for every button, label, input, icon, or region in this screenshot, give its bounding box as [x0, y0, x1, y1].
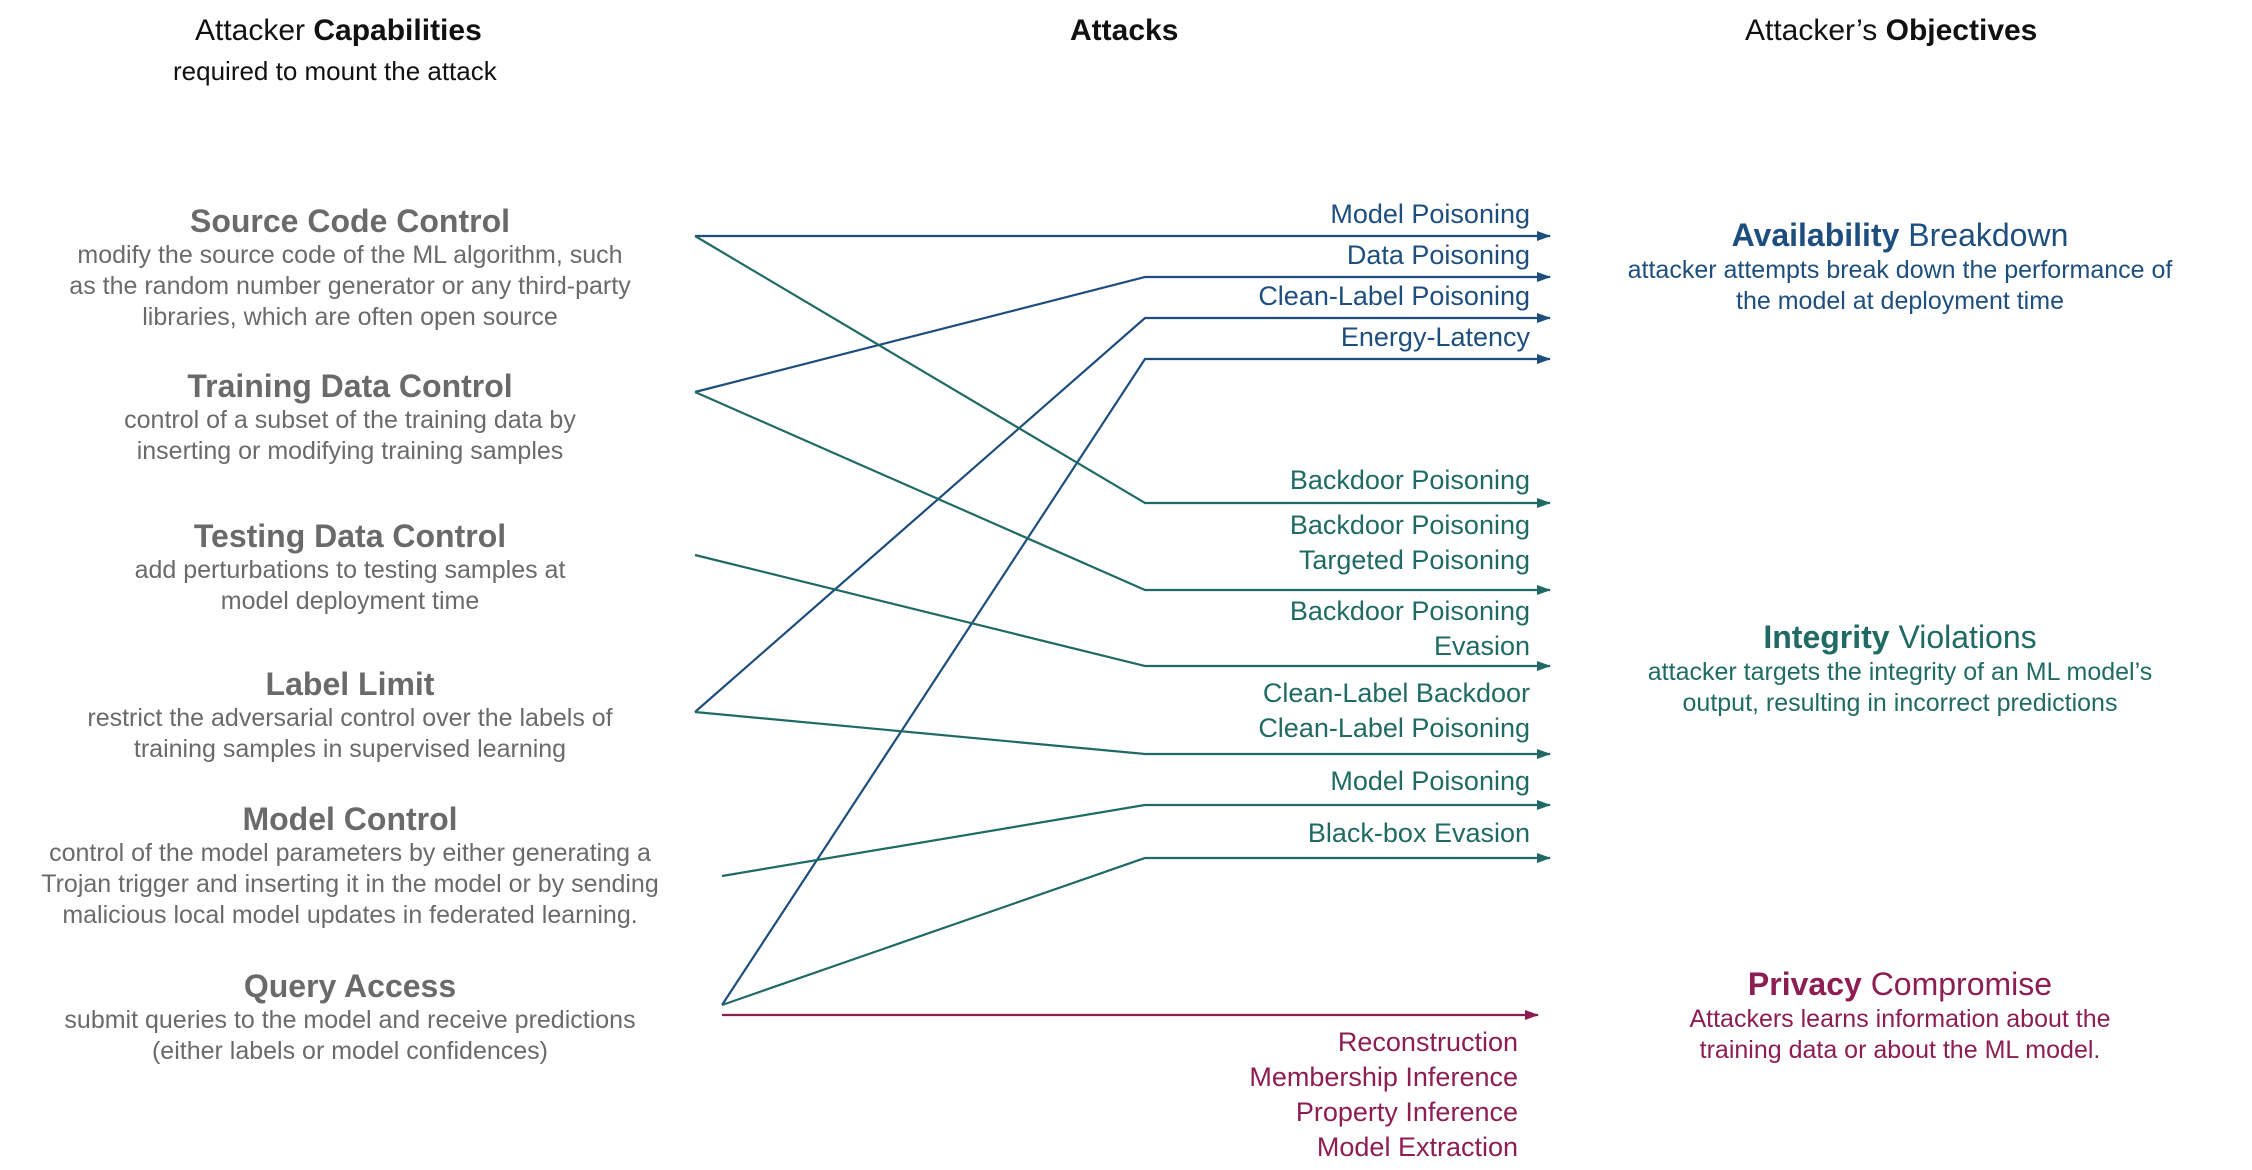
capability-desc-line: libraries, which are often open source: [142, 303, 558, 331]
attack-label-backdoor-evasion: Backdoor Poisoning Evasion: [1290, 594, 1530, 664]
objective-privacy: Privacy Compromise Attackers learns info…: [1590, 964, 2210, 1066]
attack-label-backdoor-poisoning: Backdoor Poisoning: [1289, 465, 1530, 495]
attack-label-membership-inference: Membership Inference: [1249, 1062, 1518, 1092]
attack-label-reconstruction: Reconstruction: [1337, 1027, 1518, 1057]
capability-title: Model Control: [242, 801, 458, 837]
attack-label-property-inference: Property Inference: [1295, 1097, 1518, 1127]
capability-testing-data-control: Testing Data Control add perturbations t…: [40, 517, 660, 617]
objective-desc-line: attacker targets the integrity of an ML …: [1647, 658, 2153, 686]
objective-integrity: Integrity Violations attacker targets th…: [1590, 617, 2210, 719]
capability-desc-line: (either labels or model confidences): [151, 1037, 549, 1065]
attack-label-energy-latency: Energy-Latency: [1340, 322, 1530, 352]
capabilities-header: Attacker Capabilities: [195, 14, 482, 47]
capability-desc-line: control of a subset of the training data…: [124, 406, 576, 434]
capability-desc-line: restrict the adversarial control over th…: [87, 704, 613, 732]
capability-title: Source Code Control: [189, 203, 510, 239]
edge-label-limit-to-clean-label-poisoning: [694, 313, 1551, 713]
capability-title: Training Data Control: [187, 368, 513, 404]
objective-desc-line: Attackers learns information about the: [1689, 1005, 2111, 1033]
capability-model-control: Model Control control of the model param…: [10, 800, 690, 931]
capability-title: Testing Data Control: [193, 518, 507, 554]
capability-label-limit: Label Limit restrict the adversarial con…: [40, 665, 660, 765]
attack-label-data-poisoning: Data Poisoning: [1346, 240, 1530, 270]
capability-desc-line: Trojan trigger and inserting it in the m…: [41, 870, 659, 898]
capability-desc-line: malicious local model updates in federat…: [62, 901, 638, 929]
edge-label-limit-to-clean-label-backdoor: [694, 710, 1551, 759]
attack-label-privacy-group: Reconstruction Membership Inference Prop…: [1249, 1025, 1518, 1165]
capability-desc-line: as the random number generator or any th…: [69, 272, 631, 300]
capabilities-subheader: required to mount the attack: [173, 56, 497, 86]
capability-desc-line: modify the source code of the ML algorit…: [77, 241, 623, 269]
edge-testing-data-to-evasion: [694, 553, 1551, 671]
capability-desc-line: submit queries to the model and receive …: [64, 1006, 636, 1034]
attack-label-line: Targeted Poisoning: [1298, 545, 1530, 575]
objective-title: Integrity Violations: [1763, 619, 2037, 655]
edge-training-data-to-data-poisoning: [694, 272, 1551, 394]
capability-query-access: Query Access submit queries to the model…: [40, 967, 660, 1067]
capability-training-data-control: Training Data Control control of a subse…: [40, 367, 660, 467]
objective-title: Privacy Compromise: [1747, 966, 2053, 1002]
attack-label-line: Evasion: [1433, 631, 1530, 661]
objective-desc-line: the model at deployment time: [1736, 287, 2064, 315]
attack-label-clean-label-poisoning: Clean-Label Poisoning: [1258, 281, 1530, 311]
attack-label-model-poisoning: Model Poisoning: [1330, 766, 1530, 796]
attack-label-model-extraction: Model Extraction: [1316, 1132, 1518, 1162]
attack-label-backdoor-poisoning: Backdoor Poisoning Targeted Poisoning: [1290, 508, 1530, 578]
attack-label-line: Backdoor Poisoning: [1289, 510, 1530, 540]
objective-desc-line: attacker attempts break down the perform…: [1627, 256, 2173, 284]
capability-title: Label Limit: [265, 666, 435, 702]
attack-label-black-box-evasion: Black-box Evasion: [1307, 818, 1530, 848]
attack-label-line: Backdoor Poisoning: [1289, 596, 1530, 626]
objectives-header: Attacker’s Objectives: [1745, 14, 2038, 47]
objective-desc-line: output, resulting in incorrect predictio…: [1682, 689, 2118, 717]
capability-desc-line: control of the model parameters by eithe…: [49, 839, 651, 867]
edge-query-access-to-black-box-evasion: [721, 853, 1551, 1007]
edge-model-control-to-model-poisoning: [721, 800, 1551, 878]
attack-label-model-poisoning: Model Poisoning: [1330, 199, 1530, 229]
capability-desc-line: training samples in supervised learning: [133, 735, 567, 763]
attack-label-line: Clean-Label Backdoor: [1262, 678, 1530, 708]
edge-source-code-to-backdoor-poisoning: [694, 235, 1551, 508]
capability-desc-line: add perturbations to testing samples at: [134, 556, 566, 584]
attack-label-line: Clean-Label Poisoning: [1258, 713, 1530, 743]
edge-query-access-to-energy-latency: [721, 354, 1551, 1006]
objective-availability: Availability Breakdown attacker attempts…: [1590, 215, 2210, 317]
capability-desc-line: model deployment time: [220, 587, 480, 615]
capability-title: Query Access: [243, 968, 457, 1004]
attacks-header: Attacks: [1070, 14, 1179, 47]
edge-training-data-to-targeted-poisoning: [694, 390, 1551, 595]
capability-source-code-control: Source Code Control modify the source co…: [40, 202, 660, 333]
objective-desc-line: training data or about the ML model.: [1699, 1036, 2101, 1064]
objective-title: Availability Breakdown: [1731, 217, 2069, 253]
capability-desc-line: inserting or modifying training samples: [136, 437, 564, 465]
attack-label-clean-label-backdoor: Clean-Label Backdoor Clean-Label Poisoni…: [1258, 676, 1530, 746]
